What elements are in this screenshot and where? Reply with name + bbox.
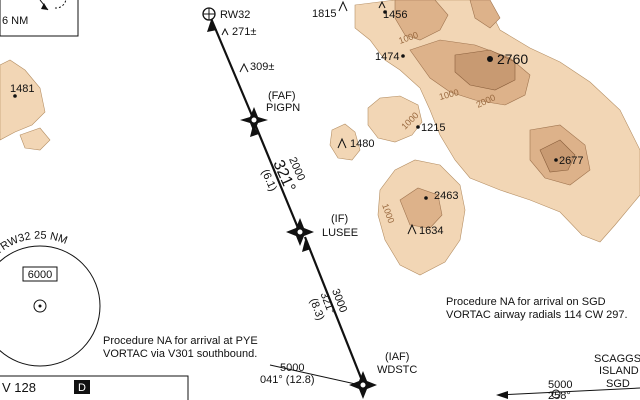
- faf-name: PIGPN: [266, 102, 300, 114]
- spot-elevation-1481: 1481: [10, 83, 34, 95]
- scaggs-course: 258°: [548, 390, 571, 400]
- scaggs-transition: 5000 258° SCAGGS ISLAND SGD: [496, 353, 640, 400]
- spot-dot: [401, 54, 405, 58]
- spot-elevation-1456: 1456: [383, 9, 407, 21]
- spot-elevations: 1815 1456 1474 2760 1481 1215 1480 2677 …: [10, 0, 583, 237]
- terrain-1480: [329, 123, 361, 161]
- top-left-info-box: 6 NM: [0, 0, 79, 37]
- terrain-2463: [377, 159, 466, 276]
- runway-label: RW32: [220, 9, 250, 21]
- spot-dot: [554, 158, 558, 162]
- spot-dot: [424, 196, 428, 200]
- spot-elevation-1815: 1815: [312, 8, 336, 20]
- spot-dot: [13, 94, 17, 98]
- scaggs-altitude: 5000: [548, 379, 572, 391]
- terrain-west: [0, 59, 51, 151]
- spot-elevation-1634: 1634: [419, 225, 443, 237]
- dme-badge: D: [78, 382, 86, 394]
- final-approach-course: [207, 15, 365, 386]
- peak-icon: [378, 0, 386, 9]
- obstacle-label-309: 309±: [250, 61, 274, 73]
- scaggs-name-2: ISLAND: [599, 365, 639, 377]
- msa-altitude: 6000: [28, 269, 52, 281]
- spot-elevation-1474: 1474: [375, 51, 399, 63]
- if-name: LUSEE: [322, 227, 358, 239]
- spot-elevation-1215: 1215: [421, 122, 445, 134]
- peak-icon: [337, 137, 347, 149]
- segment-faf-if: 2000 321° (6.1): [259, 155, 307, 194]
- if-role: (IF): [331, 213, 348, 225]
- vortac-icon: [551, 389, 561, 399]
- peak-icon: [407, 223, 417, 235]
- note-sgd-line2: VORTAC airway radials 114 CW 297.: [446, 309, 628, 321]
- iaf-name: WDSTC: [377, 364, 417, 376]
- scaggs-name-1: SCAGGS: [594, 353, 640, 365]
- msa-circle: MSA RW32 25 NM 6000: [0, 230, 101, 367]
- spot-dot: [487, 56, 493, 62]
- transition-altitude: 5000: [280, 362, 304, 374]
- terrain-1215: [367, 95, 423, 143]
- vortac-icon: [33, 299, 47, 313]
- segment-if-iaf: 3000 321° (8.3): [307, 287, 349, 322]
- iaf-role: (IAF): [385, 351, 409, 363]
- distance-label: 6 NM: [2, 15, 28, 27]
- note-pye-line2: VORTAC via V301 southbound.: [103, 348, 257, 360]
- frequency-text: V 128: [2, 380, 36, 395]
- obstacle-label-271: 271±: [232, 26, 256, 38]
- spot-elevation-2760: 2760: [497, 51, 528, 67]
- spot-elevation-2677: 2677: [559, 155, 583, 167]
- fix-faf: (FAF) PIGPN: [240, 90, 300, 133]
- note-pye-line1: Procedure NA for arrival at PYE: [103, 335, 258, 347]
- fix-if: (IF) LUSEE: [286, 213, 358, 246]
- spot-dot: [416, 125, 420, 129]
- note-sgd-line1: Procedure NA for arrival on SGD: [446, 296, 606, 308]
- terrain-northeast: [354, 0, 640, 243]
- spot-elevation-2463: 2463: [434, 190, 458, 202]
- msa-title: MSA RW32 25 NM: [0, 230, 69, 272]
- runway-threshold: RW32: [202, 7, 250, 21]
- fix-iaf: (IAF) WDSTC: [349, 351, 417, 399]
- peak-icon: [338, 0, 348, 12]
- frequency-box: V 128 D: [0, 375, 189, 400]
- spot-dot: [383, 10, 387, 14]
- spot-elevation-1480: 1480: [350, 138, 374, 150]
- transition-course-distance: 041° (12.8): [260, 374, 315, 386]
- faf-role: (FAF): [268, 90, 296, 102]
- obstacles: 271± 309±: [221, 26, 274, 73]
- scaggs-ident: SGD: [606, 378, 630, 390]
